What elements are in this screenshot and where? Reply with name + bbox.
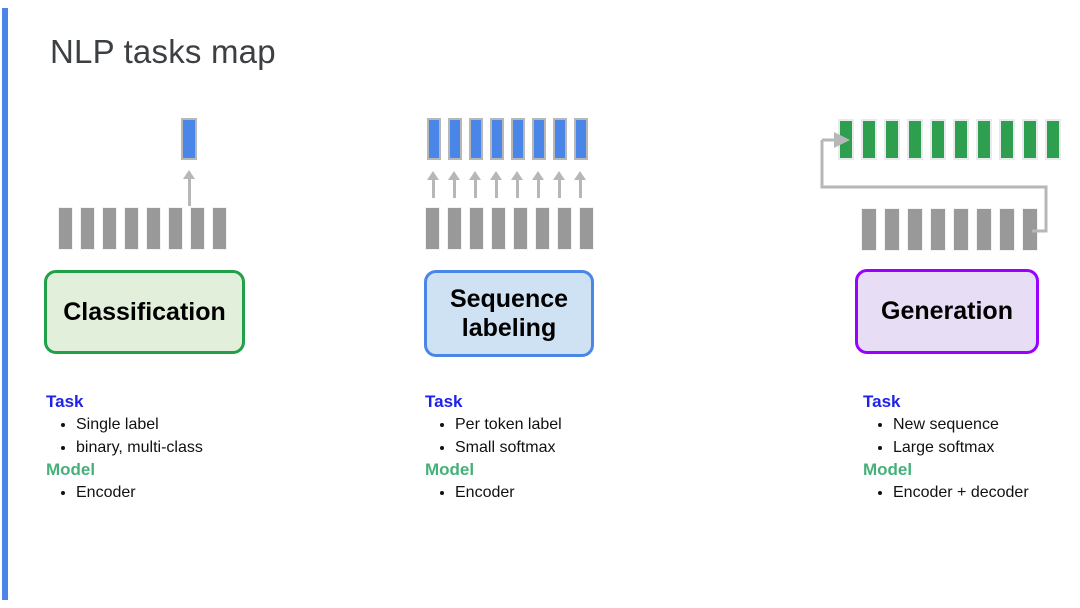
output-bar [1022, 119, 1038, 160]
input-bar [124, 207, 139, 250]
generation-task-heading: Task [863, 392, 901, 411]
output-bar [448, 118, 462, 160]
sequence-labeling-arrow-icon [427, 171, 440, 198]
input-bar [447, 207, 462, 250]
output-bar [976, 119, 992, 160]
input-bar [930, 208, 946, 251]
output-bar [930, 119, 946, 160]
sequence-labeling-task-heading: Task [425, 392, 463, 411]
input-bar [146, 207, 161, 250]
sequence-labeling-spec: Task Per token label Small softmax Model… [425, 391, 562, 505]
generation-label-box[interactable]: Generation [855, 269, 1039, 354]
input-bar [168, 207, 183, 250]
output-bar [907, 119, 923, 160]
page-title: NLP tasks map [50, 33, 276, 70]
input-bar [513, 207, 528, 250]
input-bar [80, 207, 95, 250]
classification-task-list: Single label binary, multi-class [46, 414, 203, 459]
generation-model-list: Encoder + decoder [863, 482, 1029, 505]
input-bar [102, 207, 117, 250]
classification-label-box[interactable]: Classification [44, 270, 245, 354]
generation-spec: Task New sequence Large softmax Model En… [863, 391, 1029, 505]
list-item: Small softmax [455, 437, 562, 460]
output-bar [532, 118, 546, 160]
input-bar [861, 208, 877, 251]
sequence-labeling-label-box[interactable]: Sequence labeling [424, 270, 594, 357]
sequence-labeling-arrows [427, 171, 587, 198]
list-item: Encoder [76, 482, 203, 505]
input-bar [907, 208, 923, 251]
input-bar [469, 207, 484, 250]
sequence-labeling-arrow-icon [511, 171, 524, 198]
sequence-labeling-model-list: Encoder [425, 482, 562, 505]
output-bar [427, 118, 441, 160]
list-item: Per token label [455, 414, 562, 437]
input-bar [425, 207, 440, 250]
sequence-labeling-output-bars [427, 118, 588, 160]
output-bar [181, 118, 197, 160]
column-sequence-labeling: Sequence labeling Task Per token label S… [424, 0, 764, 608]
generation-input-bars [861, 208, 1038, 251]
classification-spec: Task Single label binary, multi-class Mo… [46, 391, 203, 505]
input-bar [999, 208, 1015, 251]
classification-model-list: Encoder [46, 482, 203, 505]
classification-input-bars [58, 207, 227, 250]
column-classification: Classification Task Single label binary,… [44, 0, 384, 608]
sequence-labeling-label-line1: Sequence [449, 284, 569, 313]
classification-task-heading: Task [46, 392, 84, 411]
input-bar [190, 207, 205, 250]
sequence-labeling-arrow-icon [469, 171, 482, 198]
output-bar [469, 118, 483, 160]
generation-output-bars [838, 119, 1061, 160]
generation-task-list: New sequence Large softmax [863, 414, 1029, 459]
list-item: Encoder + decoder [893, 482, 1029, 505]
generation-model-heading: Model [863, 460, 913, 480]
output-bar [511, 118, 525, 160]
input-bar [491, 207, 506, 250]
list-item: Single label [76, 414, 203, 437]
sequence-labeling-model-heading: Model [425, 460, 475, 480]
input-bar [58, 207, 73, 250]
output-bar [861, 119, 877, 160]
sequence-labeling-arrow-icon [490, 171, 503, 198]
input-bar [884, 208, 900, 251]
input-bar [976, 208, 992, 251]
sequence-labeling-arrow-icon [532, 171, 545, 198]
classification-label-text: Classification [63, 297, 226, 326]
input-bar [953, 208, 969, 251]
list-item: Encoder [455, 482, 562, 505]
generation-label-text: Generation [881, 297, 1013, 326]
output-bar [999, 119, 1015, 160]
sequence-labeling-task-list: Per token label Small softmax [425, 414, 562, 459]
classification-model-heading: Model [46, 460, 96, 480]
classification-output-bars [181, 118, 197, 160]
input-bar [535, 207, 550, 250]
sequence-labeling-arrow-icon [574, 171, 587, 198]
list-item: New sequence [893, 414, 1029, 437]
sequence-labeling-arrow-icon [553, 171, 566, 198]
input-bar [557, 207, 572, 250]
input-bar [212, 207, 227, 250]
list-item: binary, multi-class [76, 437, 203, 460]
sequence-labeling-label-line2: labeling [461, 313, 557, 342]
list-item: Large softmax [893, 437, 1029, 460]
output-bar [490, 118, 504, 160]
classification-arrow-icon [183, 170, 196, 206]
left-accent-bar [2, 8, 8, 600]
sequence-labeling-input-bars [425, 207, 594, 250]
output-bar [553, 118, 567, 160]
output-bar [1045, 119, 1061, 160]
output-bar [884, 119, 900, 160]
generation-feedback-path-icon [820, 132, 1048, 233]
output-bar [574, 118, 588, 160]
output-bar [953, 119, 969, 160]
column-generation: Generation Task New sequence Large softm… [838, 0, 1078, 608]
input-bar [579, 207, 594, 250]
sequence-labeling-arrow-icon [448, 171, 461, 198]
